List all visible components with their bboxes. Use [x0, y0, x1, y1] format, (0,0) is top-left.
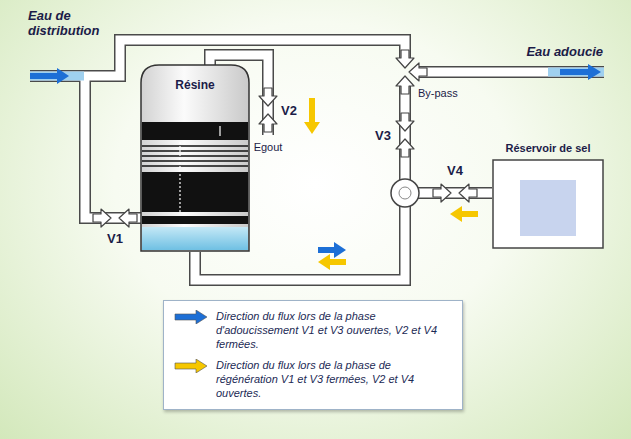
legend-box: Direction du flux lors de la phase d'ado… [163, 300, 463, 410]
salt-tank-shell [493, 160, 603, 248]
resin-layer [142, 155, 248, 157]
pipe-outline [399, 84, 411, 180]
valve-arrow [396, 139, 414, 157]
distributor-tube [219, 126, 220, 136]
resin-band [142, 172, 248, 212]
pipe-bore [401, 84, 410, 180]
resin-band [142, 216, 248, 224]
tank-label: Résine [140, 64, 250, 92]
node-outline [492, 140, 604, 250]
resin-layer [142, 145, 248, 147]
valve-arrow [396, 113, 414, 131]
legend-swatch [174, 310, 208, 324]
node-outline [140, 64, 250, 252]
resin-layer [142, 160, 248, 162]
valve-arrow [93, 209, 111, 227]
legend-arrow [175, 359, 207, 373]
flow-arrow [304, 98, 320, 134]
valve-arrow [396, 50, 414, 68]
valve-label: V3 [375, 128, 391, 143]
outlet-label: Eau adoucie [526, 44, 603, 59]
valve-label: V1 [107, 231, 123, 246]
valve-arrow [433, 184, 451, 202]
legend-row: Direction du flux lors de la phase de ré… [174, 358, 452, 400]
legend-arrow [175, 310, 207, 324]
flow-arrow [30, 68, 69, 84]
legend-text: Direction du flux lors de la phase d'ado… [216, 309, 452, 351]
flow-arrow [318, 254, 346, 270]
legend-row: Direction du flux lors de la phase d'ado… [174, 309, 452, 351]
tank-heading: Réservoir de sel [492, 140, 604, 154]
bypass-label: By-pass [418, 86, 458, 101]
inlet-label: Eau de distribution [28, 8, 108, 38]
legend-text: Direction du flux lors de la phase de ré… [216, 358, 452, 400]
flow-arrow [450, 206, 478, 222]
valve-arrow [259, 88, 277, 106]
pump-symbol [391, 179, 419, 207]
resin-band [142, 122, 248, 140]
valve-label: V2 [281, 103, 297, 118]
flow-arrow [318, 242, 346, 258]
pipe-bore [85, 76, 141, 218]
distributor-tube [179, 142, 180, 212]
pipe-outline [85, 76, 141, 218]
salt-tank: Réservoir de sel [492, 140, 604, 250]
valve-arrow [119, 209, 137, 227]
resin-tank: Résine [140, 64, 250, 252]
valve-arrow [259, 114, 277, 132]
legend-swatch [174, 359, 208, 373]
resin-layer [142, 165, 248, 167]
pump-symbol [391, 179, 419, 207]
tank-shell [141, 65, 249, 251]
valve-arrow [409, 63, 427, 81]
flow-arrow [560, 64, 601, 80]
valve-arrow [396, 76, 414, 94]
drain-label: Egout [254, 140, 283, 155]
valve-label: V4 [447, 163, 463, 178]
water-fill [30, 68, 604, 81]
pump-symbol [399, 187, 411, 199]
water-level [142, 227, 248, 250]
resin-layer [142, 150, 248, 152]
valve-arrow [459, 184, 477, 202]
salt-block [520, 180, 576, 236]
